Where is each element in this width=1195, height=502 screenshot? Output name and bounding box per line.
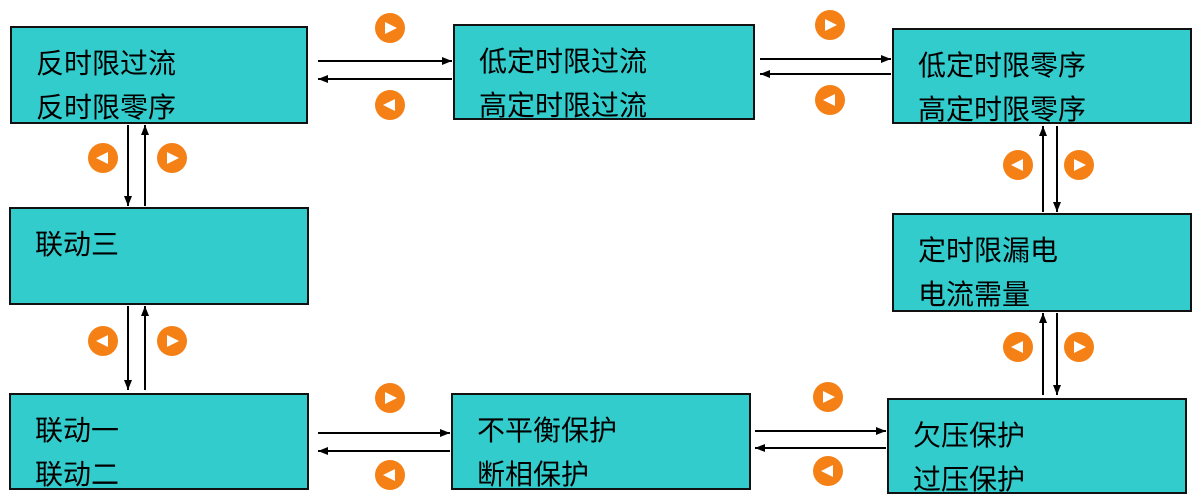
box-under-over-voltage: 欠压保护 过压保护 [887,398,1187,496]
play-left-icon[interactable] [815,85,845,115]
play-right-icon[interactable] [375,13,405,43]
box-line: 高定时限过流 [479,89,648,122]
box-line: 联动三 [35,228,120,261]
play-left-icon[interactable] [375,90,405,120]
box-line: 欠压保护 [913,419,1026,452]
play-right-icon[interactable] [815,10,845,40]
box-leakage-current: 定时限漏电 电流需量 [892,213,1192,312]
play-right-icon[interactable] [1064,150,1094,180]
box-line: 不平衡保护 [477,414,618,447]
play-left-icon[interactable] [1003,150,1033,180]
box-line: 电流需量 [918,278,1031,311]
play-left-icon[interactable] [813,456,843,486]
box-line: 高定时限零序 [918,93,1087,126]
box-inverse-time: 反时限过流 反时限零序 [10,26,308,124]
box-line: 断相保护 [477,458,590,491]
box-unbalance-phase-loss: 不平衡保护 断相保护 [451,393,751,491]
box-line: 低定时限过流 [479,45,648,78]
box-linkage-one-two: 联动一 联动二 [9,393,309,491]
play-left-icon[interactable] [88,143,118,173]
box-definite-time-zero-seq: 低定时限零序 高定时限零序 [892,28,1192,126]
play-right-icon[interactable] [1064,332,1094,362]
box-line: 联动二 [35,458,120,491]
box-line: 联动一 [35,414,120,447]
box-line: 定时限漏电 [918,234,1059,267]
box-line: 低定时限零序 [918,49,1087,82]
box-definite-time-overcurrent: 低定时限过流 高定时限过流 [453,24,755,122]
box-linkage-three: 联动三 [9,207,309,305]
play-left-icon[interactable] [88,326,118,356]
play-right-icon[interactable] [813,382,843,412]
play-left-icon[interactable] [375,460,405,490]
play-right-icon[interactable] [157,143,187,173]
box-line: 反时限零序 [36,91,177,124]
play-right-icon[interactable] [375,383,405,413]
play-left-icon[interactable] [1003,332,1033,362]
box-line: 过压保护 [913,463,1026,496]
play-right-icon[interactable] [157,326,187,356]
box-line: 反时限过流 [36,47,177,80]
